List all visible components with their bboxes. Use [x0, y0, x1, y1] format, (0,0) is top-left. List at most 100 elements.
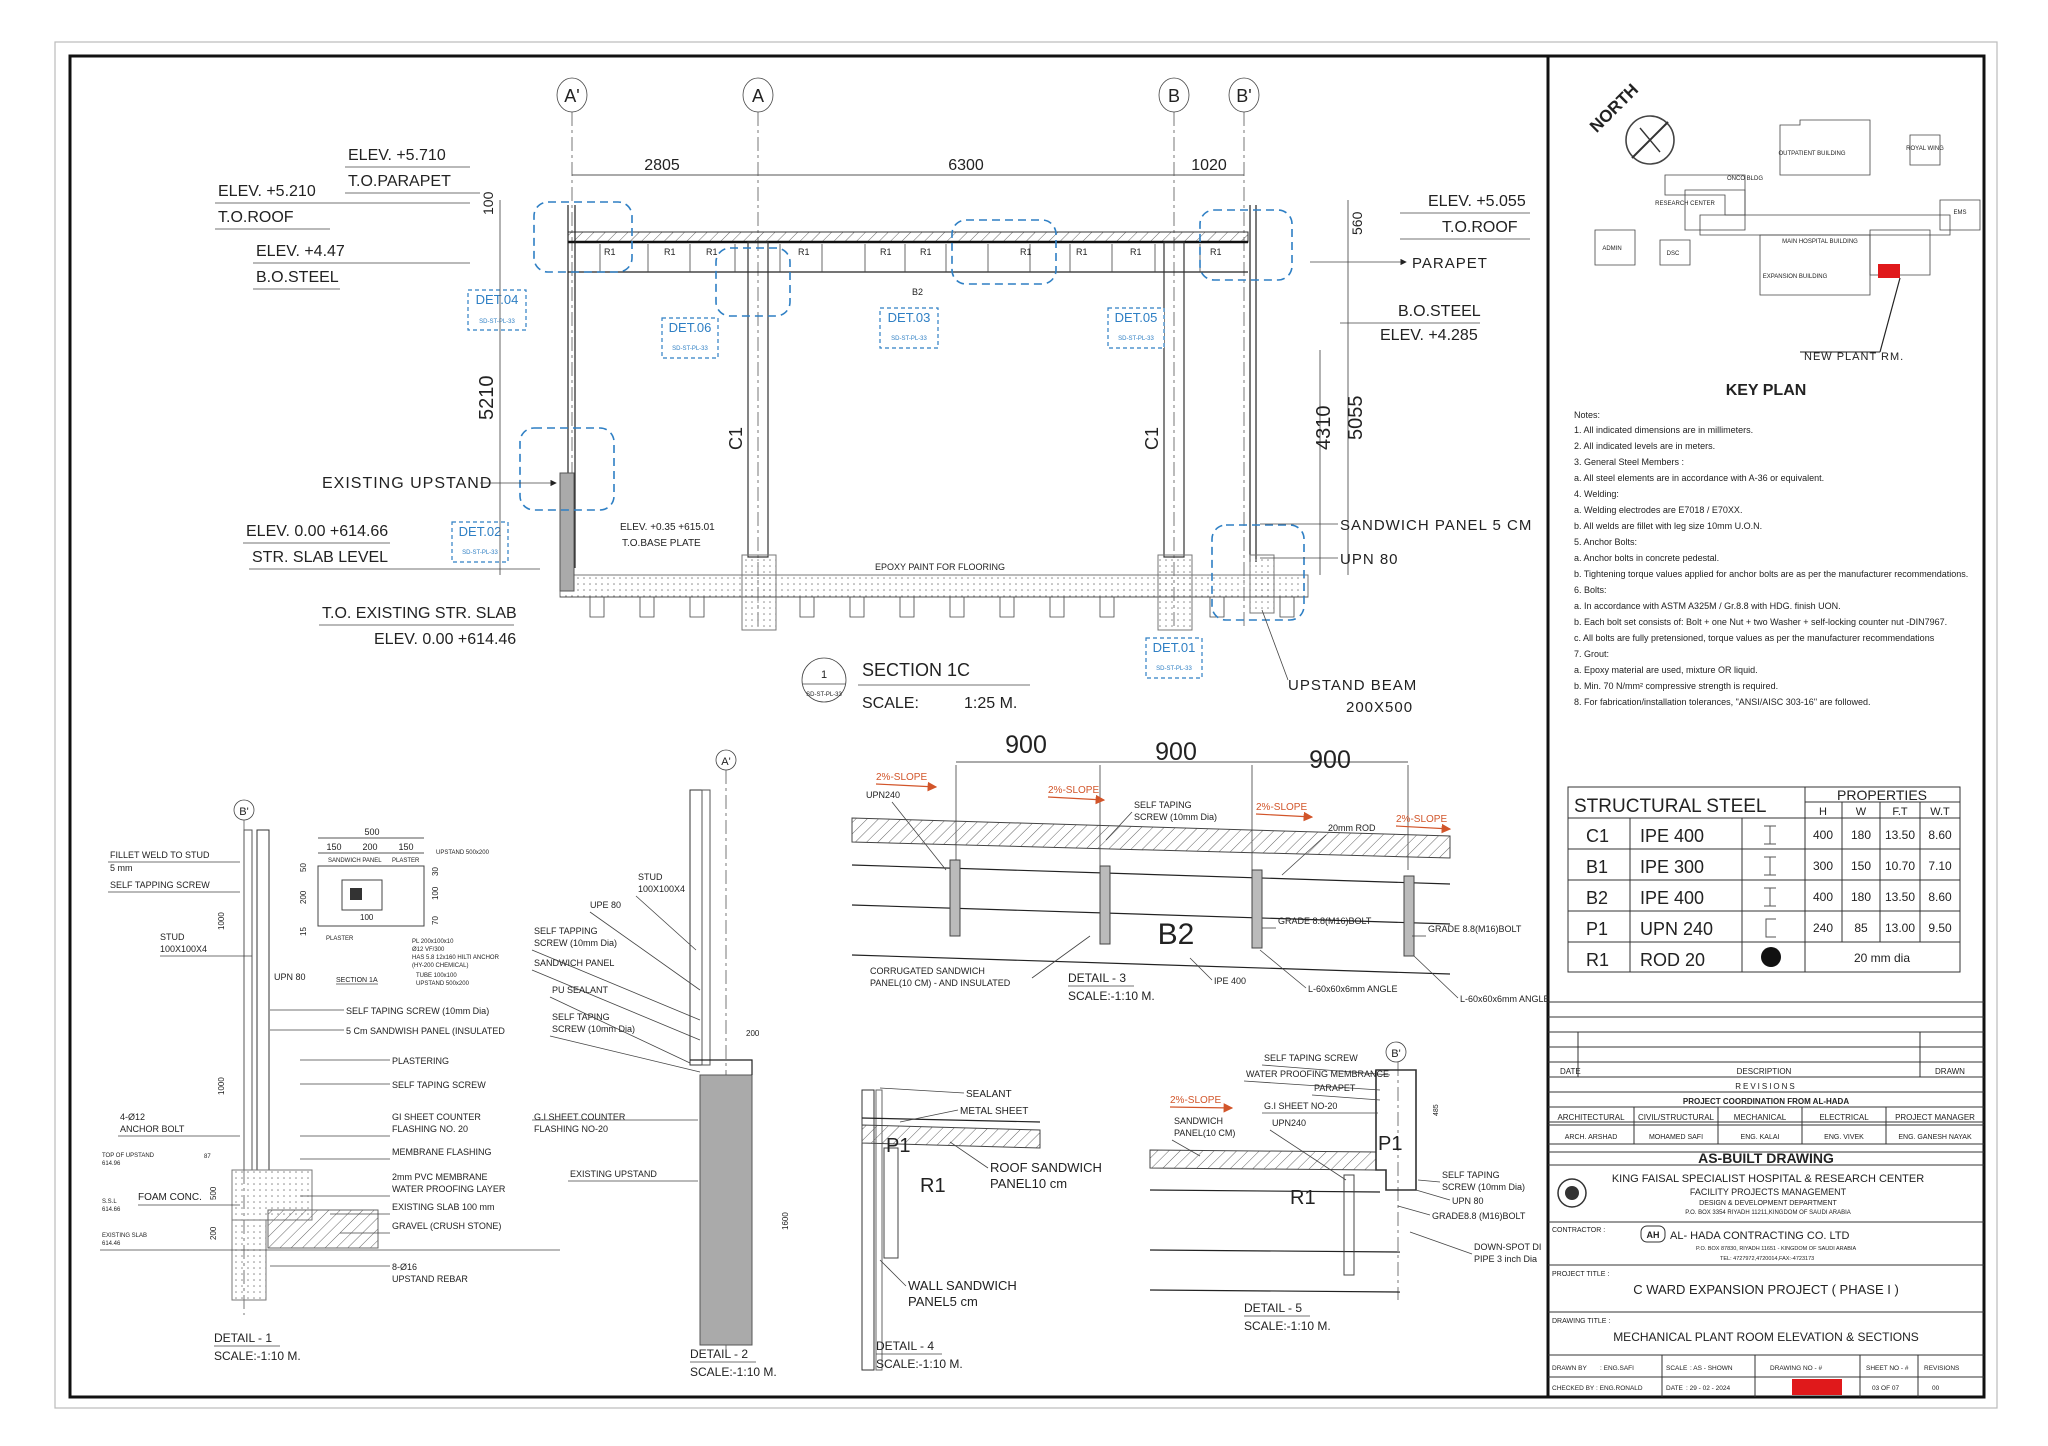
stud-d1	[256, 829, 270, 1171]
grid-bubble-b: B	[1158, 77, 1190, 113]
svg-text:200: 200	[746, 1029, 760, 1038]
label-c1-left: C1	[726, 427, 746, 450]
svg-text:DET.04: DET.04	[476, 292, 519, 307]
det03-cloud	[951, 219, 1057, 285]
svg-text:SCALE: SCALE	[1666, 1365, 1688, 1372]
svg-text:MEMBRANE FLASHING: MEMBRANE FLASHING	[392, 1147, 492, 1157]
svg-text:1. All indicated dimensions a: 1. All indicated dimensions are in milli…	[1574, 425, 1753, 435]
svg-text:400: 400	[1813, 890, 1833, 904]
svg-text:R1: R1	[604, 247, 616, 257]
svg-text:SCREW (10mm Dia): SCREW (10mm Dia)	[1134, 812, 1217, 822]
svg-text:a. All steel elements are in: a. All steel elements are in accordance …	[1574, 473, 1824, 483]
svg-text:EXISTING SLAB 100 mm: EXISTING SLAB 100 mm	[392, 1202, 495, 1212]
svg-text:150: 150	[326, 842, 341, 852]
svg-text:R1: R1	[1210, 247, 1222, 257]
svg-text:b. Each bolt set consists o: b. Each bolt set consists of: Bolt + one…	[1574, 617, 1947, 627]
svg-text:WATER PROOFING LAYER: WATER PROOFING LAYER	[392, 1184, 506, 1194]
svg-text:DRAWN BY: DRAWN BY	[1552, 1365, 1587, 1372]
detail3-title: DETAIL - 3	[1068, 971, 1126, 985]
svg-text:560: 560	[1349, 211, 1365, 235]
svg-text:ELEV. +4.285: ELEV. +4.285	[1380, 327, 1478, 344]
svg-text:30: 30	[431, 867, 440, 876]
svg-text:: ENG.SAFI: : ENG.SAFI	[1600, 1365, 1634, 1372]
svg-text:PROPERTIES: PROPERTIES	[1837, 787, 1927, 803]
svg-text:(HY-200 CHEMICAL): (HY-200 CHEMICAL)	[412, 963, 468, 969]
svg-text:CIVIL/STRUCTURAL: CIVIL/STRUCTURAL	[1638, 1113, 1715, 1122]
svg-text:150: 150	[1851, 859, 1871, 873]
svg-text:MECHANICAL: MECHANICAL	[1734, 1113, 1787, 1122]
svg-text:: AS - SHOWN: : AS - SHOWN	[1690, 1365, 1733, 1372]
svg-text:IPE 400: IPE 400	[1640, 888, 1704, 908]
svg-text:100X100X4: 100X100X4	[638, 884, 685, 894]
svg-text:IPE 400: IPE 400	[1640, 826, 1704, 846]
svg-text:485: 485	[1433, 1104, 1440, 1116]
svg-text:IPE 300: IPE 300	[1640, 857, 1704, 877]
svg-text:2mm PVC MEMBRANE: 2mm PVC MEMBRANE	[392, 1172, 488, 1182]
svg-text:Notes:: Notes:	[1574, 410, 1600, 420]
svg-text:PU SEALANT: PU SEALANT	[552, 985, 609, 995]
svg-text:2%-SLOPE: 2%-SLOPE	[1256, 802, 1307, 813]
svg-text:87: 87	[204, 1154, 211, 1160]
b2-label-d3: B2	[1158, 918, 1195, 951]
contractor-logo: AH	[1640, 1225, 1666, 1243]
svg-text:DOWN-SPOT DI: DOWN-SPOT DI	[1474, 1242, 1541, 1252]
svg-text:SCALE:-1:10 M.: SCALE:-1:10 M.	[1068, 989, 1155, 1003]
svg-text:UPN 80: UPN 80	[274, 972, 306, 982]
svg-text:STR. SLAB LEVEL: STR. SLAB LEVEL	[252, 549, 388, 566]
svg-text:P.O. BOX 3354 RIYADH 11211,KIN: P.O. BOX 3354 RIYADH 11211,KINGDOM OF SA…	[1685, 1210, 1851, 1216]
svg-text:SELF TAPING: SELF TAPING	[552, 1012, 610, 1022]
svg-text:SD-ST-PL-33: SD-ST-PL-33	[479, 319, 515, 325]
base-plate-label: ELEV. +0.35 +615.01 T.O.BASE PLATE	[620, 522, 715, 549]
rod-section-icon	[1761, 947, 1781, 967]
svg-text:a. Welding electrodes are E7: a. Welding electrodes are E7018 / E70XX.	[1574, 505, 1742, 515]
svg-text:F.T: F.T	[1892, 806, 1908, 818]
detail-5: B' P1 R1 SELF TAPING SCREW WATER PROOFIN…	[1149, 1041, 1541, 1333]
dim-6300: 6300	[948, 157, 984, 174]
svg-text:PLASTER: PLASTER	[392, 858, 420, 864]
pedestal-right	[1157, 554, 1193, 631]
svg-text:200X500: 200X500	[1346, 699, 1413, 716]
svg-text:PANEL(10 CM) - AND INSULATED: PANEL(10 CM) - AND INSULATED	[870, 978, 1011, 988]
svg-text:B': B'	[1236, 86, 1251, 106]
elev-labels-left: ELEV. +5.710 T.O.PARAPET ELEV. +5.210 T.…	[215, 147, 557, 648]
purlins-d3	[949, 859, 1415, 957]
inner-frame	[68, 54, 1986, 1399]
svg-text:: ENG.RONALD: : ENG.RONALD	[1596, 1385, 1643, 1392]
svg-text:DATE: DATE	[1560, 1067, 1581, 1076]
svg-text:614.96: 614.96	[102, 1161, 121, 1167]
svg-text:4. Welding:: 4. Welding:	[1574, 489, 1619, 499]
svg-text:SANDWICH PANEL 5 CM: SANDWICH PANEL 5 CM	[1340, 517, 1532, 534]
svg-text:H: H	[1819, 806, 1827, 818]
svg-text:200: 200	[209, 1226, 218, 1240]
svg-text:: 29 - 02 - 2024: : 29 - 02 - 2024	[1686, 1385, 1730, 1392]
svg-text:METAL SHEET: METAL SHEET	[960, 1106, 1028, 1117]
svg-text:SD-ST-PL-33: SD-ST-PL-33	[1118, 336, 1154, 342]
svg-text:WALL SANDWICH: WALL SANDWICH	[908, 1278, 1017, 1293]
svg-text:300: 300	[1813, 859, 1833, 873]
grid-bubble-b-prime-d1: B'	[233, 799, 255, 821]
svg-text:MAIN HOSPITAL BUILDING: MAIN HOSPITAL BUILDING	[1782, 239, 1858, 245]
svg-text:180: 180	[1851, 890, 1871, 904]
structural-steel-table: STRUCTURAL STEEL PROPERTIES H W F.T W.T …	[1567, 786, 1961, 973]
svg-text:ELEV. +5.710: ELEV. +5.710	[348, 147, 446, 164]
detail2-title: DETAIL - 2	[690, 1347, 748, 1361]
svg-text:ROD 20: ROD 20	[1640, 950, 1705, 970]
svg-text:A': A'	[721, 756, 730, 768]
dim-2805: 2805	[644, 157, 680, 174]
svg-text:DESIGN & DEVELOPMENT DEPARTMEN: DESIGN & DEVELOPMENT DEPARTMENT	[1699, 1200, 1837, 1207]
dim-5055: 5055	[1345, 396, 1367, 441]
svg-text:1:25 M.: 1:25 M.	[964, 695, 1017, 712]
svg-text:GRADE 8.8(M16)BOLT: GRADE 8.8(M16)BOLT	[1428, 924, 1522, 934]
svg-text:SD-ST-PL-33: SD-ST-PL-33	[891, 336, 927, 342]
label-c1-right: C1	[1142, 427, 1162, 450]
svg-text:ROYAL WING: ROYAL WING	[1906, 146, 1944, 152]
svg-text:SCREW (10mm Dia): SCREW (10mm Dia)	[1442, 1182, 1525, 1192]
section-profile-icons	[1764, 825, 1776, 938]
svg-text:SCALE:-1:10 M.: SCALE:-1:10 M.	[876, 1357, 963, 1371]
svg-text:PARAPET: PARAPET	[1412, 255, 1488, 272]
svg-text:00: 00	[1932, 1385, 1940, 1392]
svg-text:UPSTAND REBAR: UPSTAND REBAR	[392, 1274, 468, 1284]
